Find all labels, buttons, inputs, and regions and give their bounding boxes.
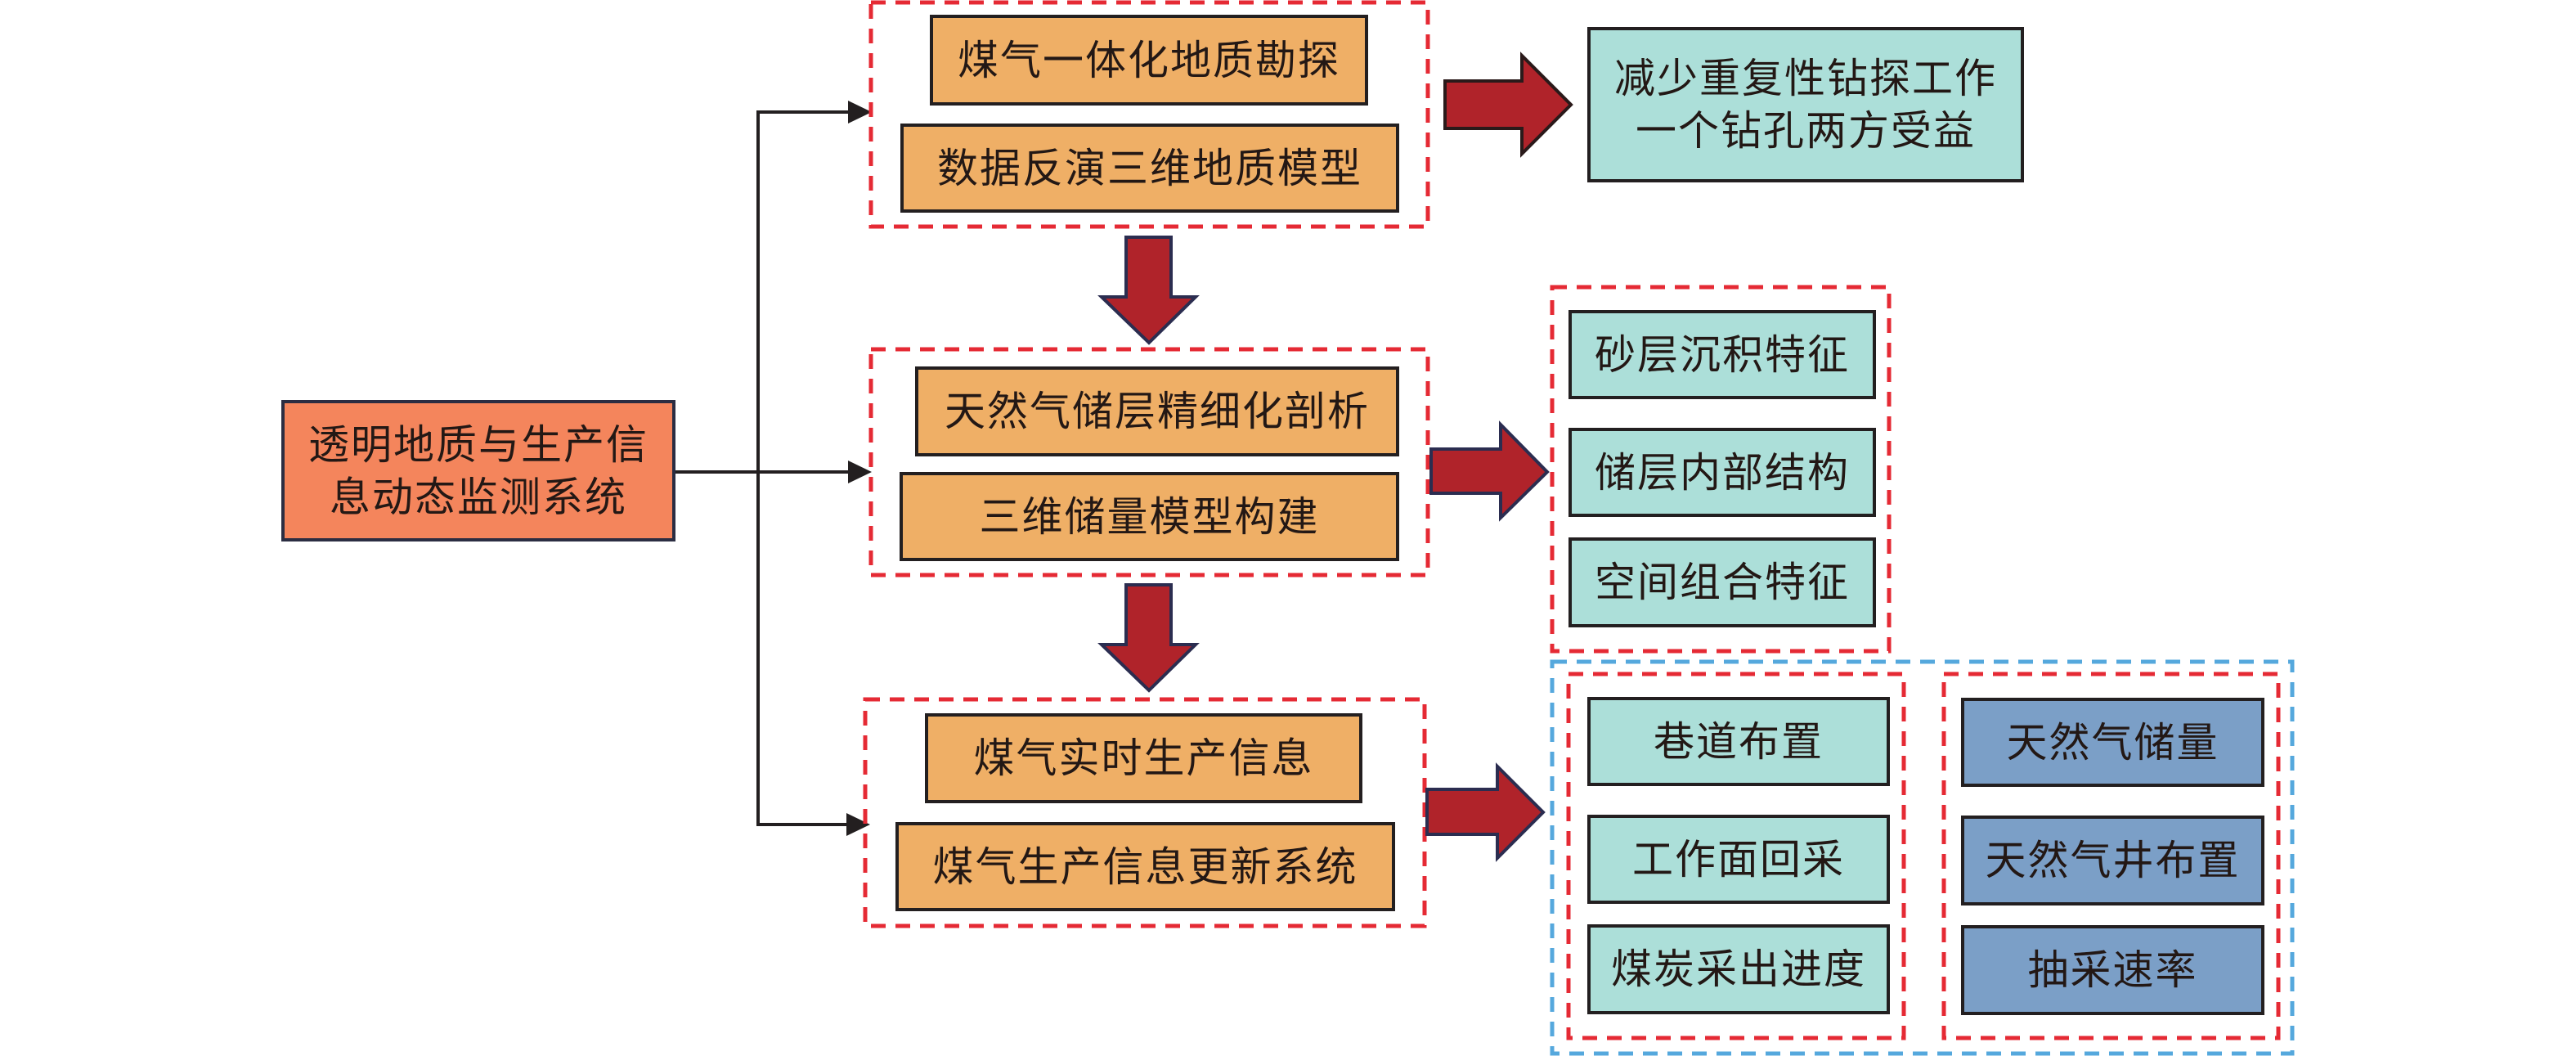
stage-1-group-border — [868, 0, 1430, 229]
coal-outcome-3: 煤炭采出进度 — [1587, 924, 1890, 1014]
stage-1-item-1-label: 煤气一体化地质勘探 — [958, 36, 1340, 84]
stage-2-group-border — [868, 347, 1430, 577]
stage-2-outcome-3-label: 空间组合特征 — [1595, 559, 1850, 606]
stage-1-item-2-label: 数据反演三维地质模型 — [937, 144, 1362, 192]
stage-2-item-2: 三维储量模型构建 — [900, 472, 1399, 561]
arrowhead-stage-3 — [846, 813, 870, 836]
stage-1-item-2: 数据反演三维地质模型 — [900, 124, 1399, 213]
stage-3-item-1-label: 煤气实时生产信息 — [973, 735, 1314, 782]
stage-3-item-2: 煤气生产信息更新系统 — [895, 822, 1395, 911]
root-system-label: 透明地质与生产信 息动态监测系统 — [308, 420, 648, 521]
arrow-down-stage-1-to-2 — [1097, 236, 1200, 345]
stage-2-outcome-1: 砂层沉积特征 — [1568, 310, 1876, 399]
arrowhead-stage-1 — [848, 101, 872, 124]
gas-outcome-3: 抽采速率 — [1961, 925, 2264, 1015]
stage-2-item-1: 天然气储层精细化剖析 — [915, 366, 1399, 456]
stage-3-outcome-group-border — [1550, 659, 2295, 1056]
coal-outcome-3-label: 煤炭采出进度 — [1611, 946, 1866, 993]
stage-3-item-1: 煤气实时生产信息 — [925, 713, 1362, 803]
coal-outcome-1-label: 巷道布置 — [1654, 717, 1824, 766]
stage-1-outcome-label: 减少重复性钻探工作 一个钻孔两方受益 — [1614, 55, 1997, 155]
gas-outcome-1: 天然气储量 — [1961, 698, 2264, 787]
arrow-right-stage-2 — [1429, 420, 1550, 522]
stage-2-outcome-group-border — [1550, 285, 1892, 654]
coal-group-border — [1566, 672, 1906, 1040]
stage-2-outcome-1-label: 砂层沉积特征 — [1595, 330, 1850, 379]
arrow-right-stage-3 — [1425, 762, 1546, 862]
gas-outcome-1-label: 天然气储量 — [2006, 718, 2219, 766]
stage-2-item-2-label: 三维储量模型构建 — [979, 492, 1320, 541]
stage-3-group-border — [863, 697, 1427, 928]
stage-2-item-1-label: 天然气储层精细化剖析 — [945, 388, 1370, 435]
gas-outcome-2-label: 天然气井布置 — [1985, 837, 2241, 884]
gas-group-border — [1941, 672, 2281, 1040]
gas-outcome-3-label: 抽采速率 — [2027, 946, 2198, 994]
stage-3-item-2-label: 煤气生产信息更新系统 — [932, 843, 1358, 891]
root-system-box: 透明地质与生产信 息动态监测系统 — [281, 400, 675, 541]
arrow-down-stage-2-to-3 — [1097, 583, 1200, 693]
coal-outcome-2-label: 工作面回采 — [1632, 835, 1845, 883]
stage-2-outcome-3: 空间组合特征 — [1568, 537, 1876, 627]
root-connectors — [675, 110, 849, 826]
stage-2-outcome-2: 储层内部结构 — [1568, 428, 1876, 517]
arrow-right-stage-1 — [1443, 52, 1573, 158]
coal-outcome-1: 巷道布置 — [1587, 697, 1890, 786]
arrowhead-stage-2 — [848, 461, 872, 483]
stage-1-item-1: 煤气一体化地质勘探 — [930, 15, 1368, 106]
coal-outcome-2: 工作面回采 — [1587, 815, 1890, 904]
stage-2-outcome-2-label: 储层内部结构 — [1595, 448, 1850, 497]
connector-arrowheads — [846, 101, 872, 836]
gas-outcome-2: 天然气井布置 — [1961, 816, 2264, 905]
stage-1-outcome: 减少重复性钻探工作 一个钻孔两方受益 — [1587, 27, 2024, 182]
